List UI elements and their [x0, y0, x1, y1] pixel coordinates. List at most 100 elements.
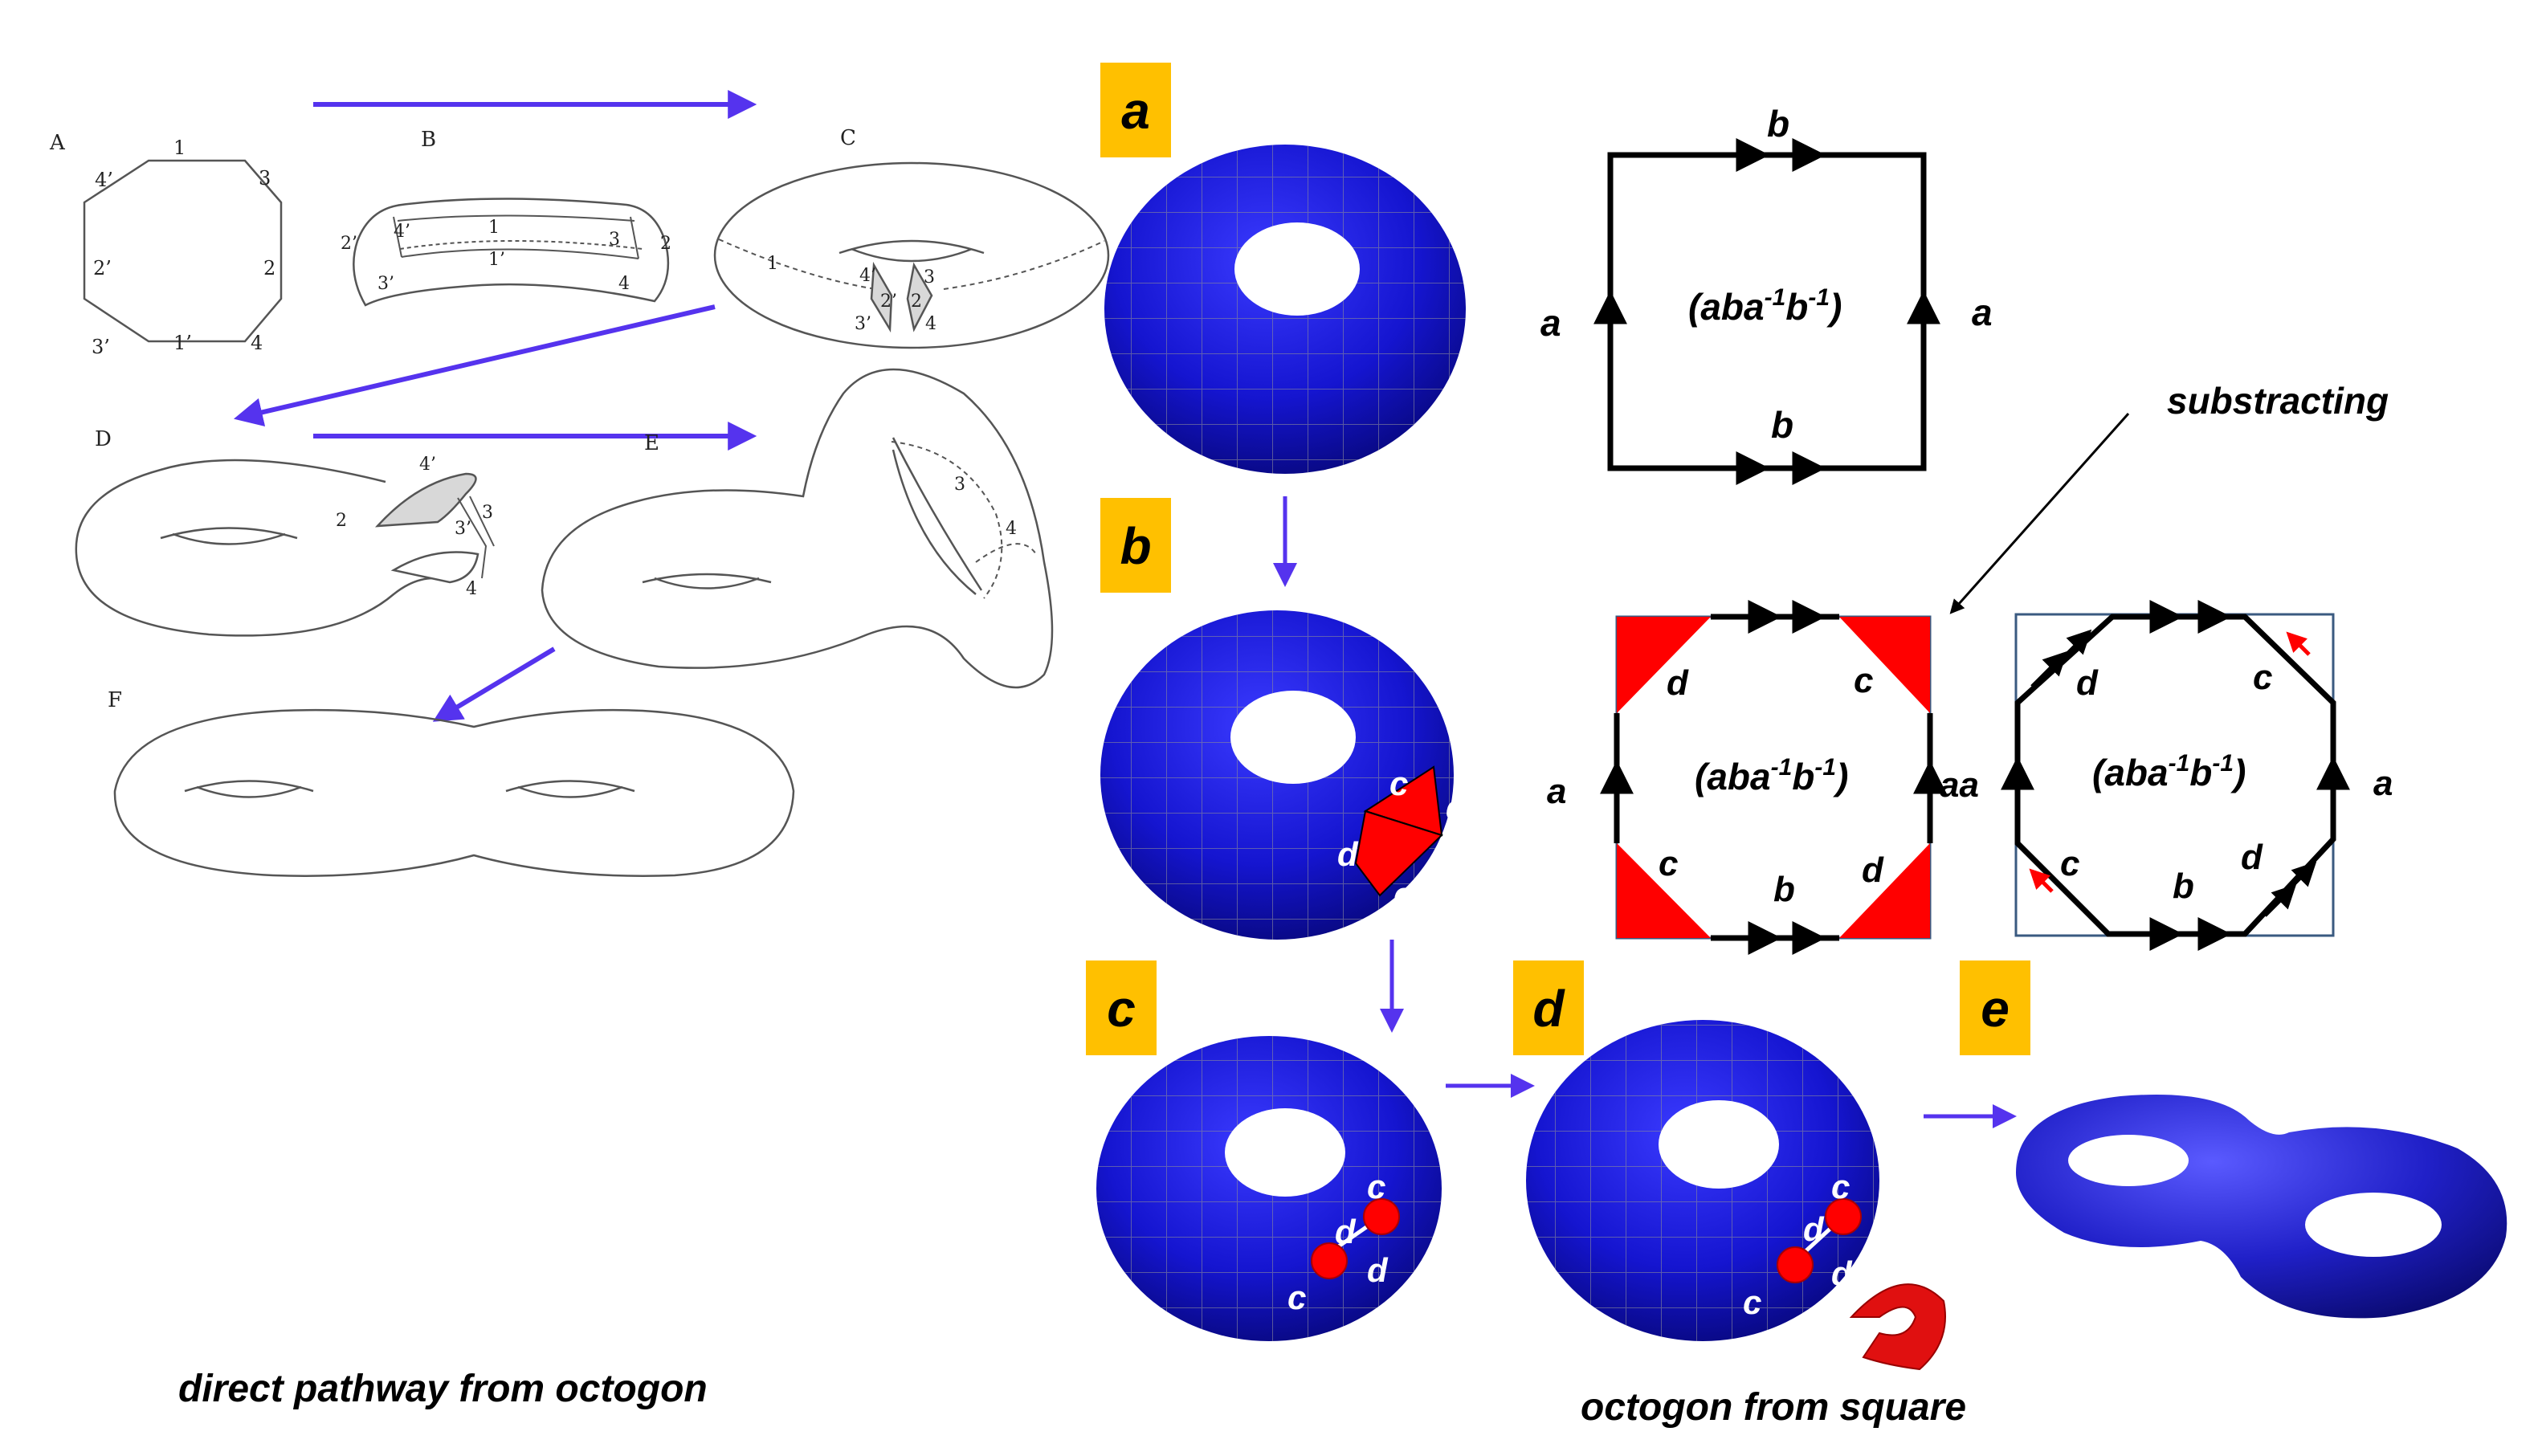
strip-b — [353, 198, 670, 307]
oct2-label: a — [2373, 764, 2393, 803]
oct-edge-label: 3’ — [92, 336, 110, 358]
oct2-label: b — [2173, 867, 2194, 906]
octagon2-word: (aba-1b-1) — [2092, 750, 2246, 793]
oct2-label: c — [2253, 658, 2272, 697]
torus-b-label: d — [1446, 789, 1467, 826]
pathway-arrow — [432, 646, 556, 722]
left-pathway: A 1 3 2 4 1’ 3’ 2’ 4’ B 2’ 4’ 1 3 — [49, 90, 1110, 877]
step-label-f: F — [108, 688, 122, 712]
oct-edge-label: 4 — [251, 332, 263, 354]
strip-label: 4 — [618, 274, 630, 294]
torus-d-label: 4 — [466, 579, 477, 599]
strip-label: 4’ — [394, 222, 410, 242]
step-label-a: A — [49, 131, 66, 155]
strip-label: 3’ — [377, 274, 394, 294]
step-badge-label: a — [1121, 82, 1150, 140]
cut-disk — [1825, 1198, 1862, 1235]
torus-e — [541, 368, 1054, 689]
torus-d-label: d — [1803, 1210, 1825, 1248]
oct1-label: c — [1854, 661, 1873, 700]
step-label-e: E — [644, 431, 659, 455]
strip-label: 3 — [609, 230, 620, 250]
torus-c — [713, 161, 1110, 349]
torus-b-label: c — [1393, 875, 1412, 913]
torus-b-label: d — [1337, 835, 1359, 873]
double-torus-e — [2016, 1095, 2507, 1319]
strip-label: 1’ — [488, 250, 505, 270]
pathway-arrow — [233, 304, 716, 426]
torus-e-label: 3 — [954, 475, 965, 495]
annotation-substracting: substracting — [2167, 380, 2389, 422]
cut-disk — [1363, 1198, 1400, 1235]
right-caption: octogon from square — [1581, 1386, 1966, 1429]
double-torus-f — [113, 708, 795, 877]
strip-label: 2’ — [341, 234, 357, 254]
torus-d-label: 3’ — [455, 519, 471, 539]
torus-c-label: 2 — [911, 292, 922, 312]
oct-edge-label: 2’ — [93, 257, 112, 279]
torus-c-label: c — [1287, 1279, 1306, 1316]
square-polygon — [1593, 138, 1940, 485]
step-badge-label: e — [1981, 980, 2010, 1038]
oct-edge-label: 2 — [263, 257, 275, 279]
torus-d-blue: c d c d — [1526, 1020, 1946, 1371]
octagon1-word: (aba-1b-1) — [1695, 754, 1848, 797]
torus-d-label: 4’ — [419, 455, 436, 475]
torus-d-label: 2 — [336, 511, 347, 531]
torus-c-label: 3’ — [855, 314, 871, 334]
octagon-a — [83, 159, 283, 343]
oct1-label: d — [1862, 850, 1884, 890]
step-badge-label: c — [1107, 980, 1136, 1038]
octagon-1 — [1600, 600, 1947, 955]
strip-label: 1 — [488, 218, 500, 238]
oct2-label: d — [2076, 663, 2099, 703]
oct1-label: b — [1773, 870, 1795, 909]
left-caption: direct pathway from octogon — [178, 1368, 708, 1410]
annotation-pointer — [1949, 413, 2130, 614]
oct-edge-label: 4’ — [95, 169, 113, 191]
step-badges: a b c d e — [1086, 63, 2030, 1055]
square-edge-label-left: a — [1540, 302, 1561, 344]
torus-d-label: 3 — [482, 503, 493, 523]
octagon-2 — [2001, 600, 2350, 951]
square-edge-label-top: b — [1767, 103, 1789, 145]
torus-d-label: c — [1743, 1283, 1761, 1321]
square-edge-label-bottom: b — [1771, 404, 1793, 446]
step-label-b: B — [421, 128, 436, 152]
torus-c-label: d — [1367, 1251, 1389, 1289]
torus-d — [75, 459, 495, 637]
torus-d-label: d — [1831, 1254, 1853, 1292]
step-badge-b — [1100, 498, 1171, 593]
step-badge-label: b — [1120, 517, 1151, 575]
step-badge-e — [1960, 960, 2030, 1055]
oct-edge-label: 1 — [173, 137, 186, 159]
step-label-c: C — [840, 126, 856, 150]
oct1-label: aa — [1940, 765, 1979, 805]
oct1-label: d — [1667, 663, 1689, 703]
torus-b-label: c — [1389, 765, 1408, 802]
oct-edge-label: 1’ — [173, 332, 192, 354]
oct-edge-label: 3 — [259, 167, 271, 190]
torus-c-label: 2’ — [880, 292, 897, 312]
cut-disk — [1311, 1242, 1348, 1279]
step-label-d: D — [95, 427, 112, 451]
torus-b: c d d c — [1100, 610, 1467, 940]
torus-c-blue: c d c d — [1096, 1036, 1442, 1341]
step-badge-c — [1086, 960, 1157, 1055]
torus-c-label: 3 — [924, 267, 935, 288]
oct1-label: a — [1547, 772, 1566, 811]
torus-d-label: c — [1831, 1168, 1850, 1205]
torus-e-label: 4 — [1006, 519, 1017, 539]
oct1-label: c — [1659, 844, 1678, 883]
strip-label: 2 — [660, 234, 671, 254]
square-word: (aba-1b-1) — [1688, 284, 1842, 328]
torus-c-label: 4 — [925, 314, 936, 334]
torus-c-label: c — [1367, 1168, 1385, 1205]
handle-tube — [1849, 1283, 1946, 1371]
step-badge-label: d — [1532, 980, 1565, 1038]
torus-c-label: 1 — [767, 254, 778, 274]
torus-a — [1104, 145, 1466, 474]
oct2-label: c — [2060, 844, 2079, 883]
step-badge-d — [1513, 960, 1584, 1055]
